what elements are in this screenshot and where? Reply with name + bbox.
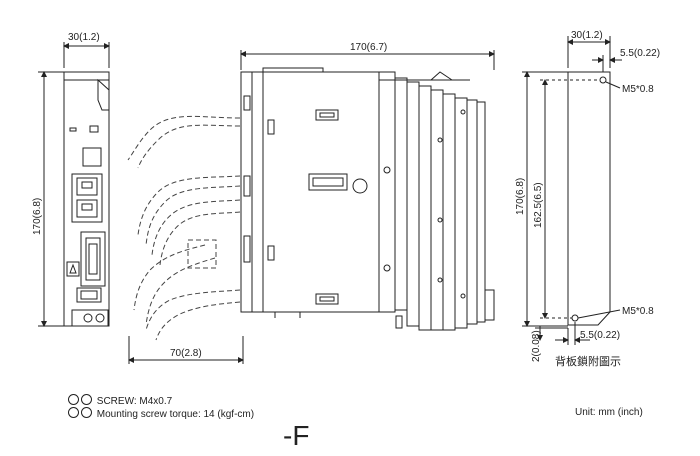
screw-icon <box>81 407 92 418</box>
back-screw-top: M5*0.8 <box>622 84 654 95</box>
torque-spec: Mounting screw torque: 14 (kgf-cm) <box>96 409 255 420</box>
ground-icon <box>81 394 92 405</box>
back-height-dim: 170(6.8) <box>515 178 526 215</box>
back-bottom-gap: 2(0.08) <box>531 330 542 362</box>
back-width-dim: 30(1.2) <box>571 30 603 41</box>
front-height-dim: 170(6.8) <box>32 198 43 235</box>
front-view <box>38 42 244 364</box>
model-label: -F <box>283 420 310 451</box>
cables <box>127 115 241 341</box>
back-screw-bottom: M5*0.8 <box>622 306 654 317</box>
back-offset-bottom: 5.5(0.22) <box>580 330 620 341</box>
side-view <box>240 50 495 331</box>
unit-note: Unit: mm (inch) <box>575 407 643 418</box>
torque-note: Mounting screw torque: 14 (kgf-cm) <box>68 407 254 420</box>
screw-icon <box>68 407 79 418</box>
back-view-caption: 背板鎖附圖示 <box>555 354 621 368</box>
back-view <box>522 36 622 345</box>
back-hole-spacing: 162.5(6.5) <box>533 182 544 228</box>
ground-icon <box>68 394 79 405</box>
front-width-dim: 30(1.2) <box>68 32 100 43</box>
screw-note: SCREW: M4x0.7 <box>68 394 172 407</box>
screw-spec: SCREW: M4x0.7 <box>96 396 173 407</box>
side-width-dim: 170(6.7) <box>350 42 387 53</box>
back-offset-top: 5.5(0.22) <box>620 48 660 59</box>
front-depth-dim: 70(2.8) <box>170 348 202 359</box>
